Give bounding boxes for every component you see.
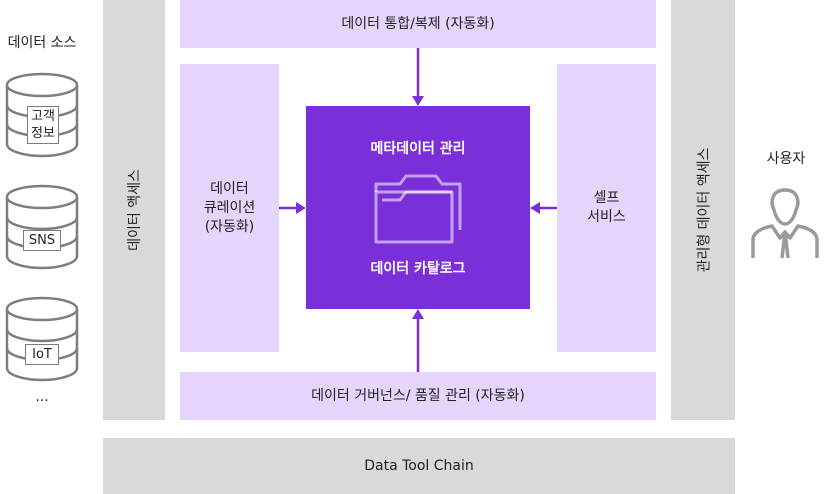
database-customer: 고객 정보 [5, 72, 79, 158]
governance-bar: 데이터 거버넌스/ 품질 관리 (자동화) [180, 372, 656, 420]
data-source-title: 데이터 소스 [7, 35, 77, 51]
database-iot: IoT [5, 296, 79, 382]
managed-data-access-bar: 관리형 데이터 액세스 [671, 0, 735, 420]
toolchain-bar: Data Tool Chain [103, 438, 735, 494]
curation-panel: 데이터 큐레이션 (자동화) [180, 64, 279, 352]
user-label: 사용자 [766, 151, 806, 167]
governance-label: 데이터 거버넌스/ 품질 관리 (자동화) [311, 387, 525, 404]
arrow-up-head [412, 309, 424, 319]
database-label: SNS [23, 230, 61, 251]
folder-icon [374, 174, 462, 244]
database-label: 고객 정보 [27, 106, 59, 144]
metadata-title: 메타데이터 관리 [370, 141, 466, 157]
ellipsis: ... [35, 389, 49, 405]
curation-label: 데이터 큐레이션 (자동화) [203, 180, 256, 235]
self-service-label: 셀프 서비스 [587, 190, 626, 225]
user-icon [751, 188, 819, 259]
metadata-catalog-box: 메타데이터 관리 데이터 카탈로그 [306, 106, 530, 309]
integration-bar: 데이터 통합/복제 (자동화) [180, 0, 656, 48]
arrow-left-head [530, 202, 540, 214]
toolchain-label: Data Tool Chain [364, 457, 474, 474]
integration-label: 데이터 통합/복제 (자동화) [341, 15, 495, 32]
catalog-title: 데이터 카탈로그 [370, 261, 466, 277]
arrow-down-head [412, 96, 424, 106]
arrow-right-head [296, 202, 306, 214]
database-sns: SNS [5, 184, 79, 270]
self-service-panel: 셀프 서비스 [557, 64, 656, 352]
data-access-bar: 데이터 액세스 [103, 0, 165, 420]
database-label: IoT [25, 344, 59, 365]
